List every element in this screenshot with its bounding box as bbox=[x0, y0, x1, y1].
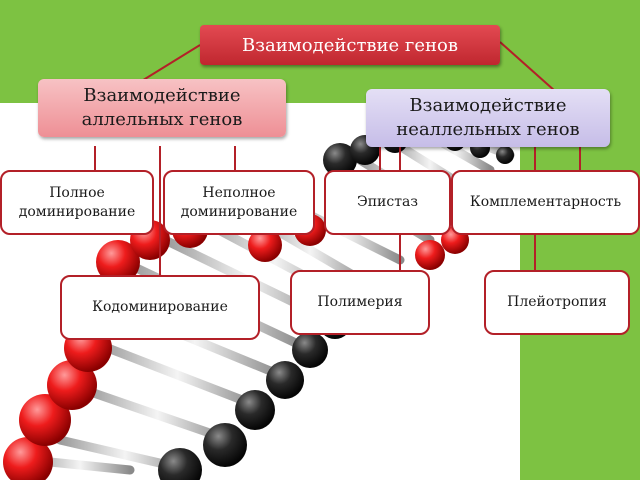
codominance-label: Кодоминирование bbox=[92, 299, 228, 315]
root-node-gene-interaction: Взаимодействие генов bbox=[200, 25, 500, 65]
full-dominance-label-line1: Полное bbox=[49, 184, 105, 201]
root-node-label: Взаимодействие генов bbox=[242, 34, 458, 56]
polymery-node: Полимерия bbox=[290, 270, 430, 335]
polymery-label: Полимерия bbox=[317, 294, 403, 310]
complementarity-label: Комплементарность bbox=[469, 194, 622, 210]
complementarity-node: Комплементарность bbox=[451, 170, 640, 235]
nonallelic-node-label-line2: неаллельных генов bbox=[396, 119, 580, 140]
incomplete-dominance-label-line2: доминирование bbox=[180, 203, 298, 220]
allelic-node-label-line2: аллельных генов bbox=[81, 109, 243, 130]
incomplete-dominance-label-line1: Неполное bbox=[202, 184, 276, 201]
allelic-node-label-line1: Взаимодействие bbox=[83, 85, 241, 106]
epistasis-label: Эпистаз bbox=[357, 194, 418, 210]
nonallelic-genes-node: Взаимодействие неаллельных генов bbox=[366, 89, 610, 147]
allelic-genes-node: Взаимодействие аллельных генов bbox=[38, 79, 286, 137]
codominance-node: Кодоминирование bbox=[60, 275, 260, 340]
green-side-panel bbox=[520, 0, 640, 480]
nonallelic-node-label-line1: Взаимодействие bbox=[409, 95, 567, 116]
pleiotropy-node: Плейотропия bbox=[484, 270, 630, 335]
pleiotropy-label: Плейотропия bbox=[507, 294, 607, 310]
full-dominance-label-line2: доминирование bbox=[18, 203, 136, 220]
incomplete-dominance-node: Неполное доминирование bbox=[163, 170, 315, 235]
full-dominance-node: Полное доминирование bbox=[0, 170, 154, 235]
epistasis-node: Эпистаз bbox=[324, 170, 451, 235]
